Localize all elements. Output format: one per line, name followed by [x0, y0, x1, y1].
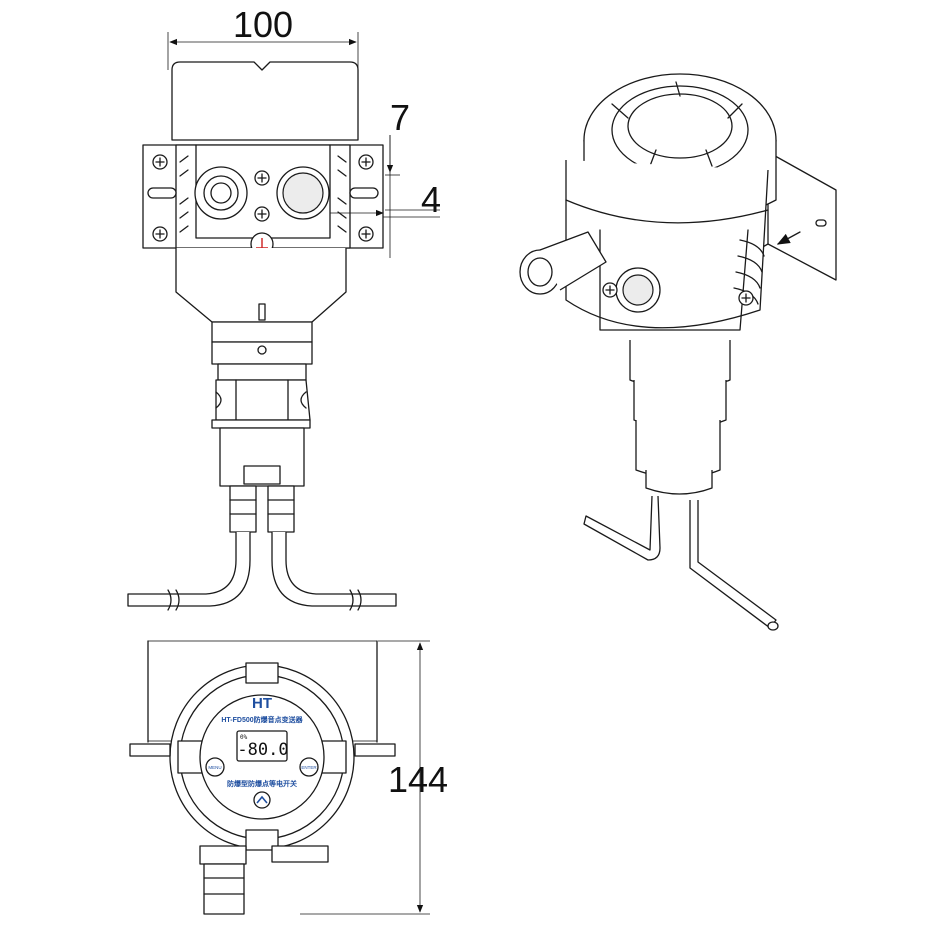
- up-button[interactable]: [253, 791, 271, 809]
- front-view: 100: [127, 4, 441, 611]
- menu-button[interactable]: [205, 757, 225, 777]
- faceplate-caption: 防爆型防爆点等电开关: [227, 779, 297, 788]
- lcd-readout: -80.0: [237, 740, 288, 760]
- lcd-display: [236, 730, 288, 762]
- probe-glands: [229, 485, 295, 533]
- dimension-width: 100: [167, 4, 359, 70]
- enter-button[interactable]: [299, 757, 319, 777]
- dimension-7-label: 7: [390, 97, 410, 138]
- model-label: HT-FD500防爆音点变送器: [221, 715, 303, 724]
- probe-rods: [583, 495, 779, 631]
- top-cover: [171, 61, 359, 141]
- housing: [565, 160, 769, 329]
- dimension-height: 144: [300, 640, 448, 915]
- dimension-flange: 7 4: [330, 97, 441, 258]
- cable-gland: [519, 231, 607, 295]
- probe-cables: [127, 532, 397, 611]
- brand-logo: HT: [252, 695, 272, 712]
- menu-button-label: MENU: [208, 765, 221, 770]
- cable-gland-left: [194, 166, 248, 220]
- lcd-small-readout: 0%: [240, 734, 248, 741]
- dimension-height-label: 144: [388, 759, 448, 800]
- blanking-plug: [615, 267, 661, 313]
- top-view: HT HT-FD500防爆音点变送器 0% -80.0 MENU ENTER 防…: [129, 640, 448, 915]
- mounting-bracket: [767, 151, 837, 281]
- blanking-plug-right: [276, 166, 330, 220]
- hex-nut: [215, 379, 311, 421]
- dimension-4-label: 4: [421, 179, 441, 220]
- enter-button-label: ENTER: [301, 765, 317, 770]
- isometric-view: [519, 73, 837, 631]
- chevron-up-icon: [256, 795, 268, 804]
- dimension-width-label: 100: [233, 4, 293, 45]
